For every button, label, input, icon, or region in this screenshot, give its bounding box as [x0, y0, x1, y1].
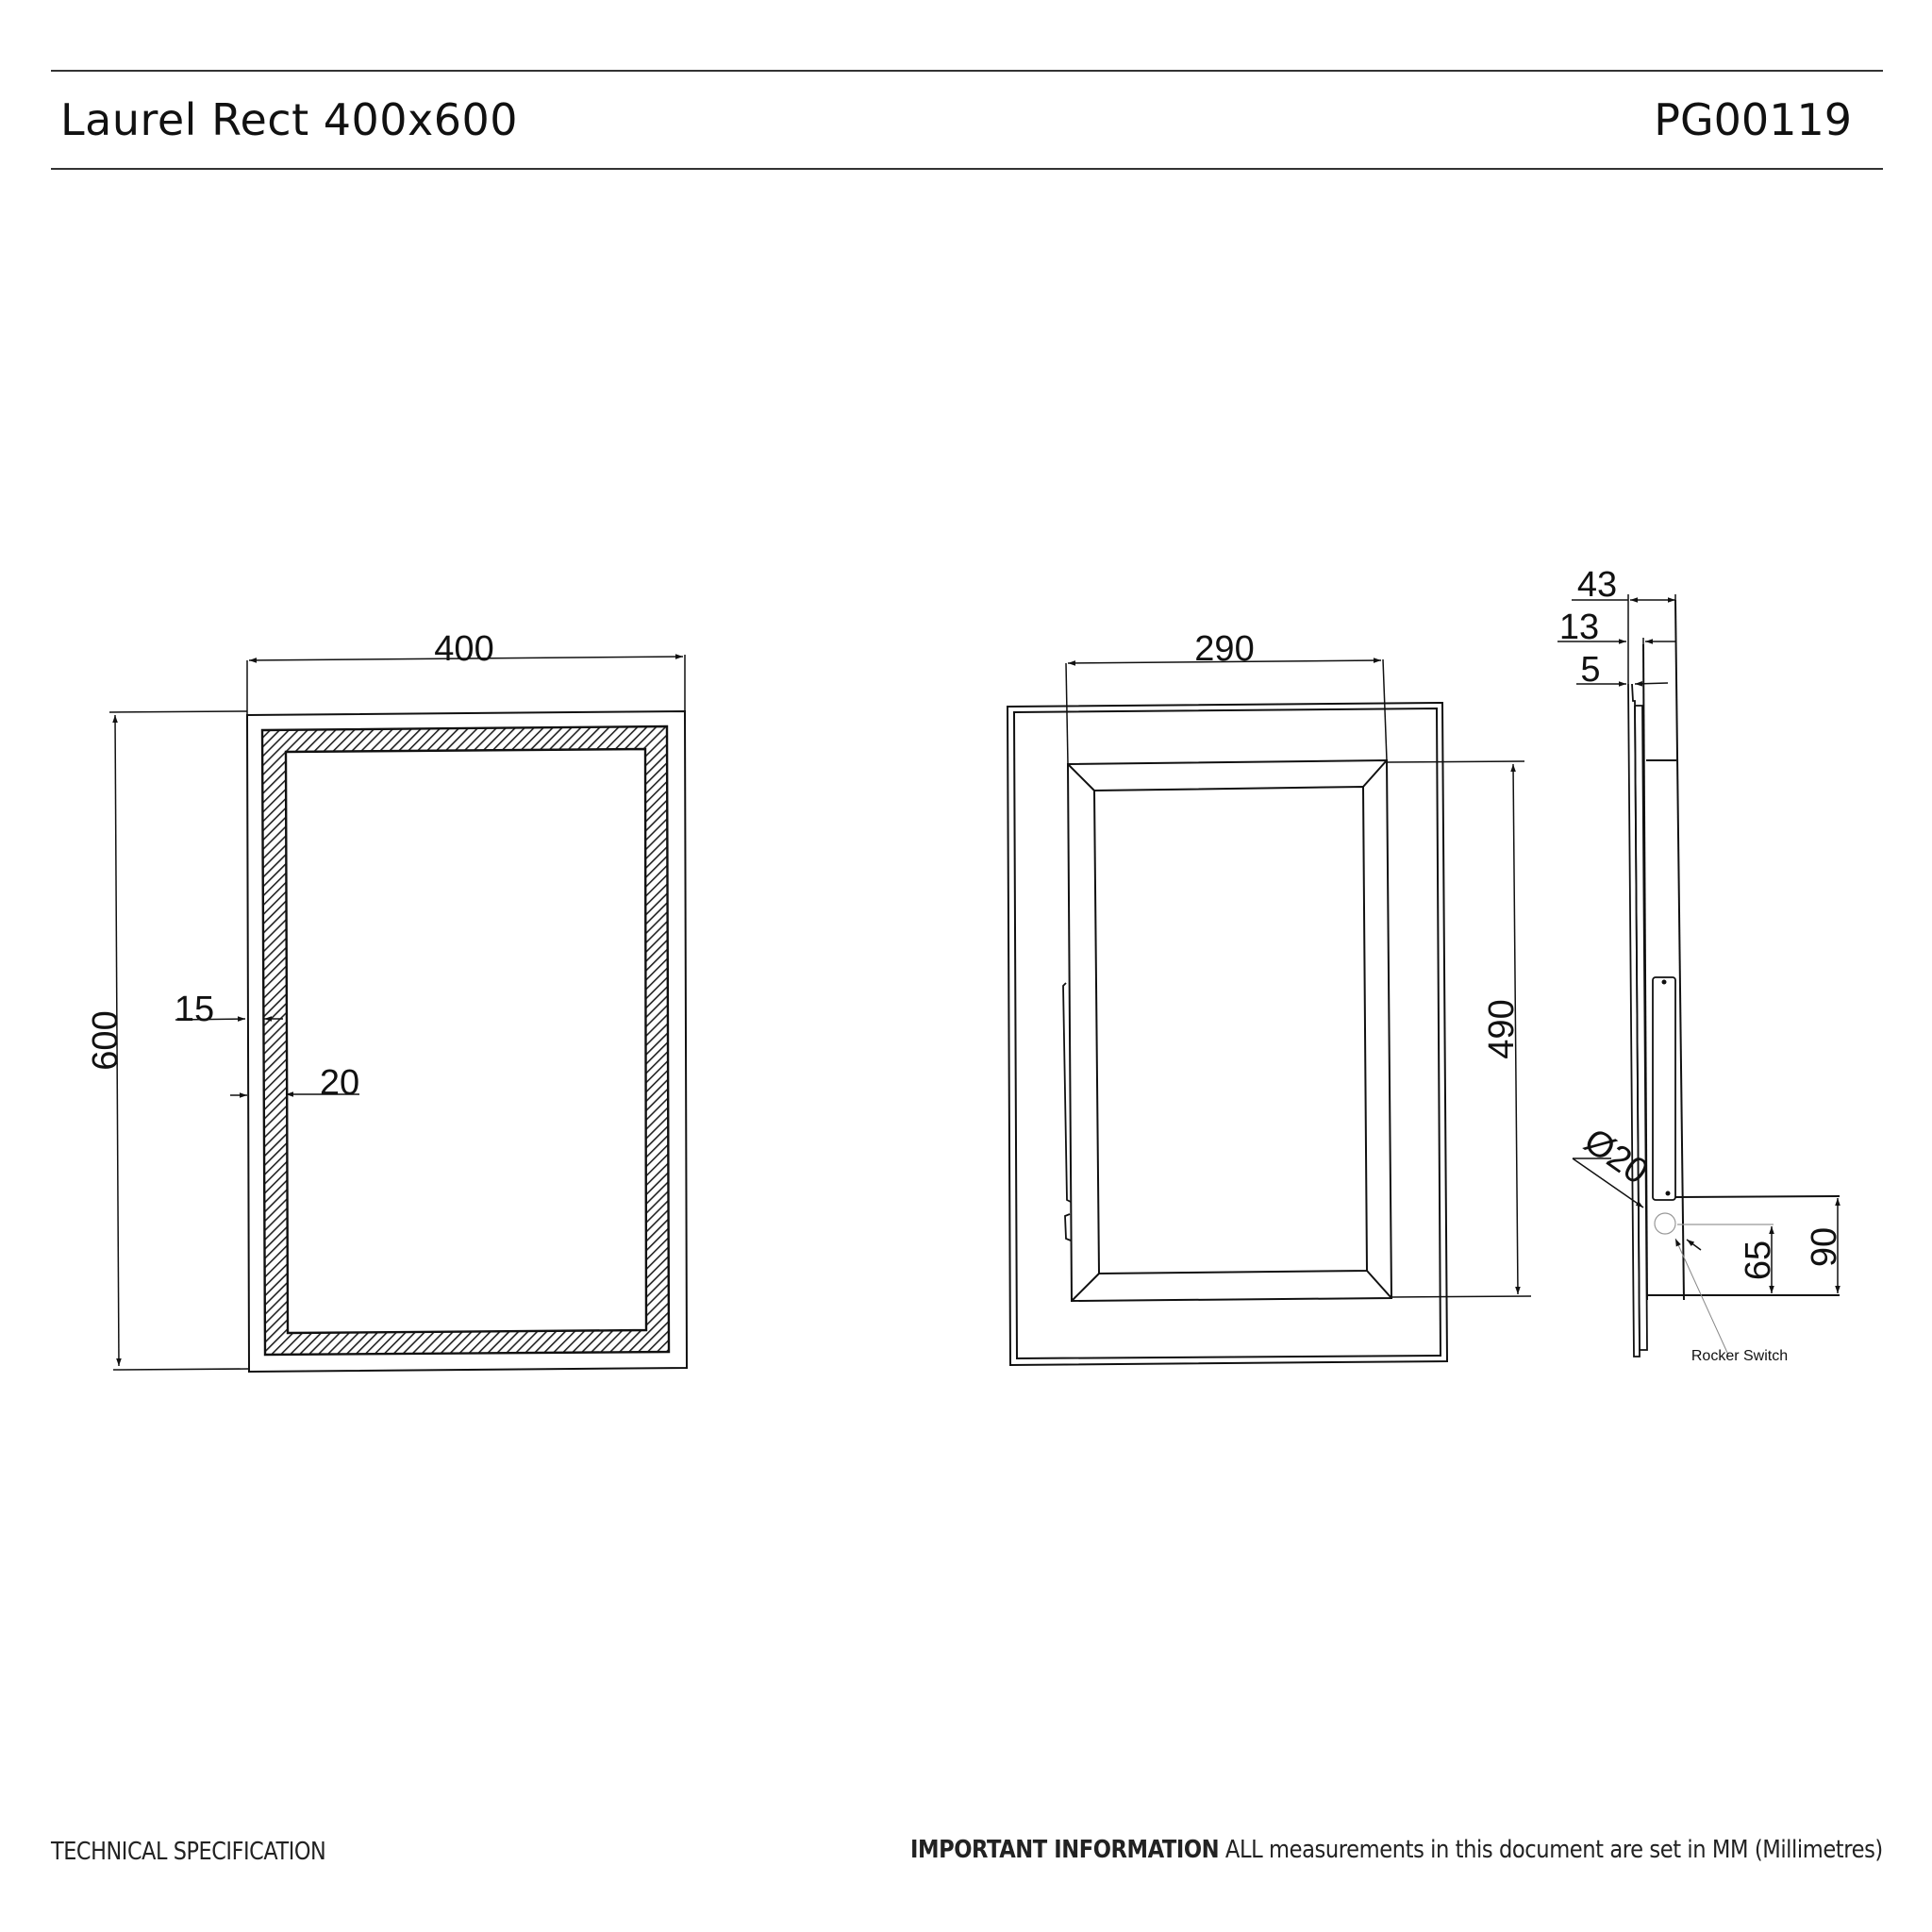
side-backing [1634, 705, 1648, 1351]
rear-small-clip [1064, 1213, 1072, 1241]
switch-diameter-label: Ø20 [1576, 1121, 1655, 1192]
header-top-rule [51, 70, 1883, 72]
rear-view [1006, 658, 1532, 1367]
rear-bracket-outer [1066, 758, 1393, 1303]
border-inset-label: 15 [175, 990, 214, 1029]
footer-technical-specification: TECHNICAL SPECIFICATION [51, 1838, 326, 1866]
side-bracket-plate [1652, 976, 1676, 1201]
bracket-width-dimension [1067, 658, 1382, 666]
document-title: Laurel Rect 400x600 [60, 94, 519, 145]
front-mirror-outline [245, 709, 689, 1374]
rocker-switch-leader [1674, 1238, 1729, 1356]
rear-bracket-inner [1092, 785, 1369, 1275]
front-view [108, 654, 689, 1374]
glass-thickness-label: 5 [1580, 650, 1600, 690]
footer-important-information: IMPORTANT INFORMATION ALL measurements i… [910, 1836, 1883, 1864]
width-label: 400 [434, 629, 493, 669]
rocker-switch-callout: Rocker Switch [1691, 1348, 1788, 1364]
rear-inner-edge [1012, 707, 1442, 1360]
led-band-hatch [260, 724, 671, 1357]
bracket-height-label: 490 [1482, 999, 1522, 1058]
height-label: 600 [86, 1010, 125, 1070]
width-dimension-line [248, 654, 684, 663]
depth-total-label: 43 [1577, 565, 1617, 605]
product-code: PG00119 [1654, 94, 1852, 145]
important-information-heading: IMPORTANT INFORMATION [910, 1836, 1220, 1864]
switch-height-label: 65 [1739, 1241, 1778, 1280]
depth-mid-label: 13 [1559, 608, 1599, 647]
measurement-notice: ALL measurements in this document are se… [1219, 1836, 1883, 1864]
rear-cable-clip [1062, 982, 1072, 1203]
height-dimension-line [112, 714, 122, 1367]
rear-outer-edge [1006, 701, 1449, 1367]
bracket-height-dimension [1510, 763, 1521, 1295]
led-band-label: 20 [320, 1063, 359, 1103]
side-view [1557, 594, 1840, 1357]
bracket-width-label: 290 [1194, 629, 1254, 669]
panel-height-label: 90 [1805, 1227, 1844, 1267]
rocker-switch-circle [1654, 1212, 1676, 1235]
header-bottom-rule [51, 168, 1883, 170]
